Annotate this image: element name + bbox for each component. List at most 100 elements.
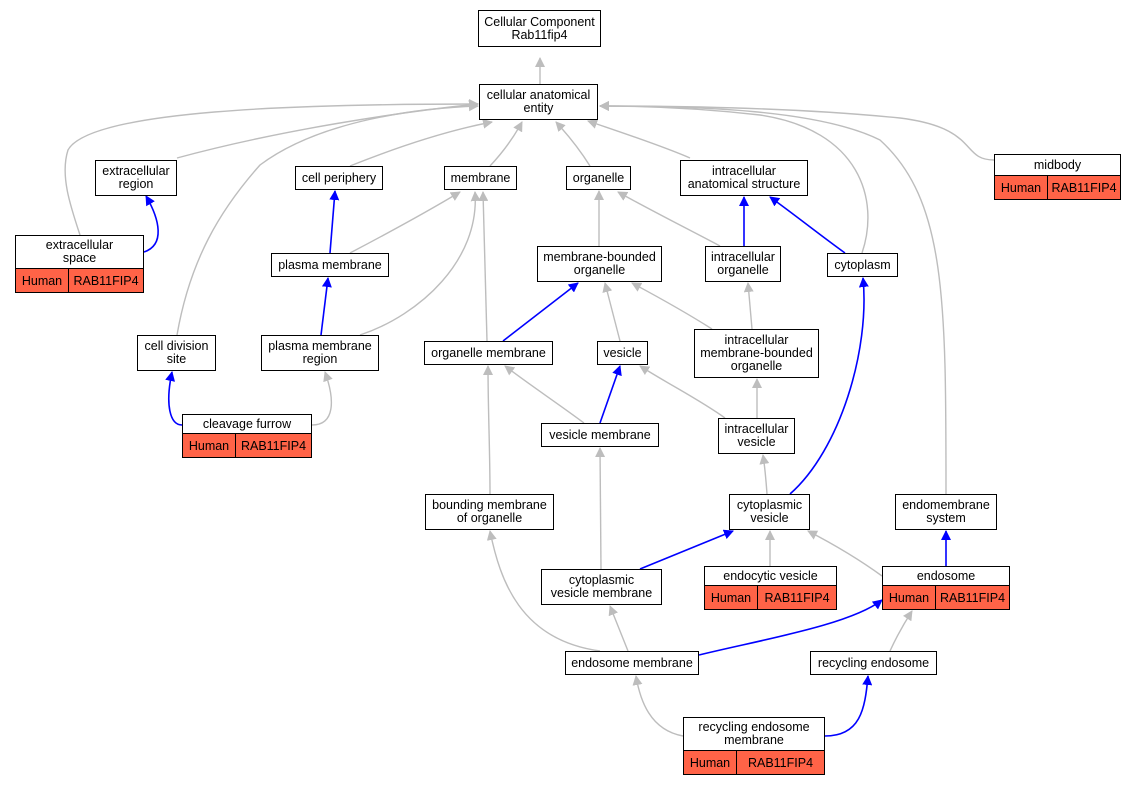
term-label: cell periphery: [301, 170, 377, 185]
term-label: endosome: [916, 568, 976, 583]
term-label: endomembrane system: [902, 498, 990, 525]
term-label: endosome membrane: [571, 655, 693, 670]
term-label: cytoplasm: [834, 257, 891, 272]
edge-part-of-extracellular-space-to-extracellular-region: [143, 195, 159, 253]
term-node-intracellular-vesicle[interactable]: intracellular vesicle: [718, 418, 795, 454]
gene-cell: RAB11FIP4: [1048, 176, 1120, 199]
edge-is-a-membrane-to-cae: [489, 121, 523, 167]
edge-is-a-cleavage-furrow-to-pm-region: [311, 371, 333, 426]
species-cell: Human: [16, 269, 69, 292]
edge-is-a-cell-periphery-to-cae: [349, 118, 493, 167]
edge-is-a-vesicle-to-mbo: [602, 282, 621, 342]
term-label: intracellular anatomical structure: [687, 164, 801, 191]
edge-is-a-endosome-to-cytoplasmic-vesicle: [807, 530, 883, 577]
gene-cell: RAB11FIP4: [69, 269, 143, 292]
term-node-cell-division-site[interactable]: cell division site: [137, 335, 216, 371]
term-node-cvm[interactable]: cytoplasmic vesicle membrane: [541, 569, 662, 605]
edge-is-a-imbo-to-mbo: [631, 282, 713, 330]
edge-is-a-plasma-membrane-to-membrane: [349, 191, 461, 254]
term-label: intracellular membrane-bounded organelle: [700, 333, 813, 373]
term-node-organelle-membrane[interactable]: organelle membrane: [424, 341, 553, 365]
edge-is-a-imbo-to-intracellular-organelle: [743, 282, 754, 330]
gene-cell: RAB11FIP4: [758, 586, 836, 609]
edge-part-of-plasma-membrane-to-cell-periphery: [329, 190, 340, 254]
term-label: membrane: [450, 170, 511, 185]
edge-is-a-organelle-to-cae: [555, 121, 591, 167]
edge-is-a-cvm-to-vesicle-membrane: [595, 447, 606, 570]
term-label: membrane-bounded organelle: [543, 250, 656, 277]
edge-part-of-cytoplasm-to-ias: [769, 196, 846, 254]
term-label: intracellular organelle: [711, 250, 775, 277]
edge-is-a-ias-to-cae: [587, 119, 691, 159]
term-label: extracellular space: [45, 238, 114, 265]
edge-is-a-endosome-membrane-to-cvm: [608, 605, 629, 652]
term-label: cytoplasmic vesicle membrane: [550, 573, 653, 600]
term-node-imbo[interactable]: intracellular membrane-bounded organelle: [694, 329, 819, 378]
term-label: cleavage furrow: [202, 416, 292, 431]
term-label: extracellular region: [102, 164, 170, 191]
term-node-vesicle-membrane[interactable]: vesicle membrane: [541, 423, 659, 447]
term-label: intracellular vesicle: [724, 422, 789, 449]
term-label: bounding membrane of organelle: [432, 498, 547, 525]
term-label: recycling endosome membrane: [698, 720, 810, 747]
edge-is-a-cytoplasmic-vesicle-to-intracellular-vesicle: [759, 454, 770, 495]
term-node-cytoplasmic-vesicle[interactable]: cytoplasmic vesicle: [729, 494, 810, 530]
edge-part-of-cvm-to-cytoplasmic-vesicle: [639, 529, 734, 570]
edge-is-a-midbody-to-cae: [599, 101, 995, 161]
term-node-membrane[interactable]: membrane: [444, 166, 517, 190]
species-cell: Human: [183, 434, 236, 457]
term-node-intracellular-organelle[interactable]: intracellular organelle: [705, 246, 781, 282]
term-node-root[interactable]: Cellular Component Rab11fip4: [478, 10, 601, 47]
edge-is-a-organelle-membrane-to-membrane: [478, 191, 489, 342]
edge-is-a-endomembrane-system-to-cae: [599, 101, 947, 495]
term-node-cae[interactable]: cellular anatomical entity: [479, 84, 598, 120]
species-cell: Human: [995, 176, 1048, 199]
term-node-bmo[interactable]: bounding membrane of organelle: [425, 494, 554, 530]
term-label: plasma membrane region: [268, 339, 372, 366]
term-label: plasma membrane: [278, 257, 382, 272]
edge-is-a-intracellular-organelle-to-organelle: [617, 191, 721, 247]
term-label: cell division site: [144, 339, 209, 366]
gene-cell: RAB11FIP4: [936, 586, 1009, 609]
term-node-endosome-membrane[interactable]: endosome membrane: [565, 651, 699, 675]
term-node-mbo[interactable]: membrane-bounded organelle: [537, 246, 662, 282]
term-node-ias[interactable]: intracellular anatomical structure: [680, 160, 808, 196]
term-label: recycling endosome: [817, 655, 930, 670]
species-cell: Human: [883, 586, 936, 609]
term-node-endomembrane-system[interactable]: endomembrane system: [895, 494, 997, 530]
term-node-pm-region[interactable]: plasma membrane region: [261, 335, 379, 371]
edge-is-a-pm-region-to-membrane: [359, 191, 481, 336]
term-node-extracellular-region[interactable]: extracellular region: [95, 160, 177, 196]
edge-part-of-organelle-membrane-to-mbo: [502, 282, 579, 342]
species-cell: Human: [705, 586, 758, 609]
term-node-cytoplasm[interactable]: cytoplasm: [827, 253, 898, 277]
term-node-organelle[interactable]: organelle: [566, 166, 631, 190]
term-label: vesicle membrane: [549, 427, 651, 442]
edge-is-a-bmo-to-organelle-membrane: [483, 365, 494, 495]
term-label: cellular anatomical entity: [486, 88, 591, 115]
term-node-vesicle[interactable]: vesicle: [597, 341, 648, 365]
edge-is-a-rem-to-endosome-membrane: [632, 675, 684, 737]
term-node-recycling-endosome[interactable]: recycling endosome: [810, 651, 937, 675]
term-label: organelle: [572, 170, 625, 185]
term-node-cell-periphery[interactable]: cell periphery: [295, 166, 383, 190]
edge-is-a-vesicle-membrane-to-organelle-membrane: [504, 365, 585, 424]
edge-part-of-endosome-membrane-to-endosome: [698, 599, 883, 656]
edge-part-of-rem-to-recycling-endosome: [824, 675, 873, 737]
term-label: cytoplasmic vesicle: [736, 498, 803, 525]
term-node-plasma-membrane[interactable]: plasma membrane: [271, 253, 389, 277]
edge-is-a-extracellular-space-to-cae: [64, 99, 479, 236]
